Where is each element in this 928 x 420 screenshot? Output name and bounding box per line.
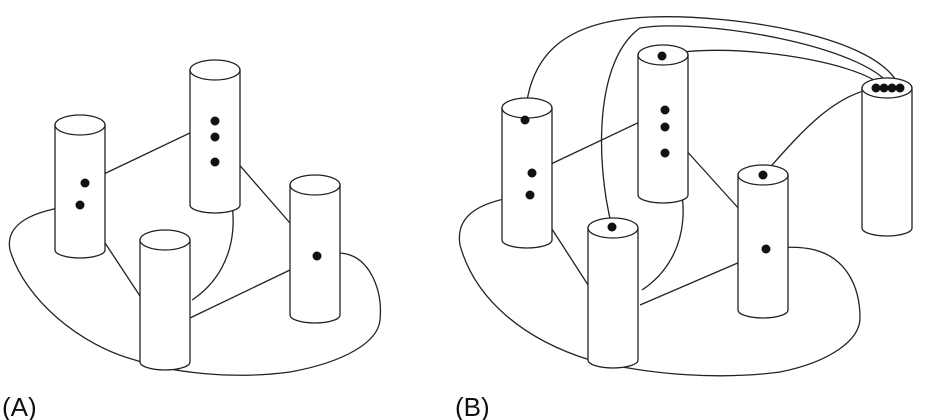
panel-a-label: (A) <box>2 392 37 420</box>
cylinder-a3 <box>139 229 191 371</box>
cylinder-b1 <box>501 97 553 249</box>
panel-a-dot-6 <box>312 251 322 261</box>
cylinder-b3 <box>587 217 639 369</box>
panel-b-label: (B) <box>455 392 490 420</box>
cylinder-b5 <box>861 77 913 237</box>
panel-b-dot-6 <box>660 122 670 132</box>
panel-b-dot-7 <box>660 148 670 158</box>
panel-b-dot-8 <box>607 222 617 232</box>
panel-b-dot-9 <box>758 170 768 180</box>
panel-b: (B) <box>455 16 913 420</box>
panel-b-dot-11 <box>871 83 881 93</box>
panel-b-dot-13 <box>887 83 897 93</box>
panel-b-dot-5 <box>660 105 670 115</box>
panel-b-link-4 <box>639 261 741 306</box>
panel-a-dot-1 <box>80 178 90 188</box>
panel-a-dot-2 <box>75 200 85 210</box>
panel-b-dot-10 <box>761 244 771 254</box>
panel-b-wire-1 <box>524 16 901 121</box>
panel-a-dot-5 <box>210 157 220 167</box>
panel-a-outer-loop <box>8 204 382 376</box>
panel-a: (A) <box>2 59 382 420</box>
panel-b-dot-12 <box>879 83 889 93</box>
panel-b-outer-loop <box>458 194 861 377</box>
panel-b-dot-1 <box>520 115 530 125</box>
cylinder-b4 <box>737 164 789 319</box>
panel-a-link-4 <box>189 269 291 319</box>
panel-b-dot-3 <box>525 190 535 200</box>
panel-b-wire-4 <box>762 87 877 176</box>
panel-b-wire-3 <box>661 49 885 89</box>
panel-b-dot-4 <box>657 51 667 61</box>
panel-a-dot-3 <box>210 116 220 126</box>
cylinder-a1 <box>54 114 106 259</box>
panel-b-dot-14 <box>895 83 905 93</box>
panel-a-dot-4 <box>210 132 220 142</box>
panel-b-wire-2 <box>600 25 893 228</box>
cylinder-a4 <box>289 174 341 324</box>
panel-b-dot-2 <box>527 168 537 178</box>
